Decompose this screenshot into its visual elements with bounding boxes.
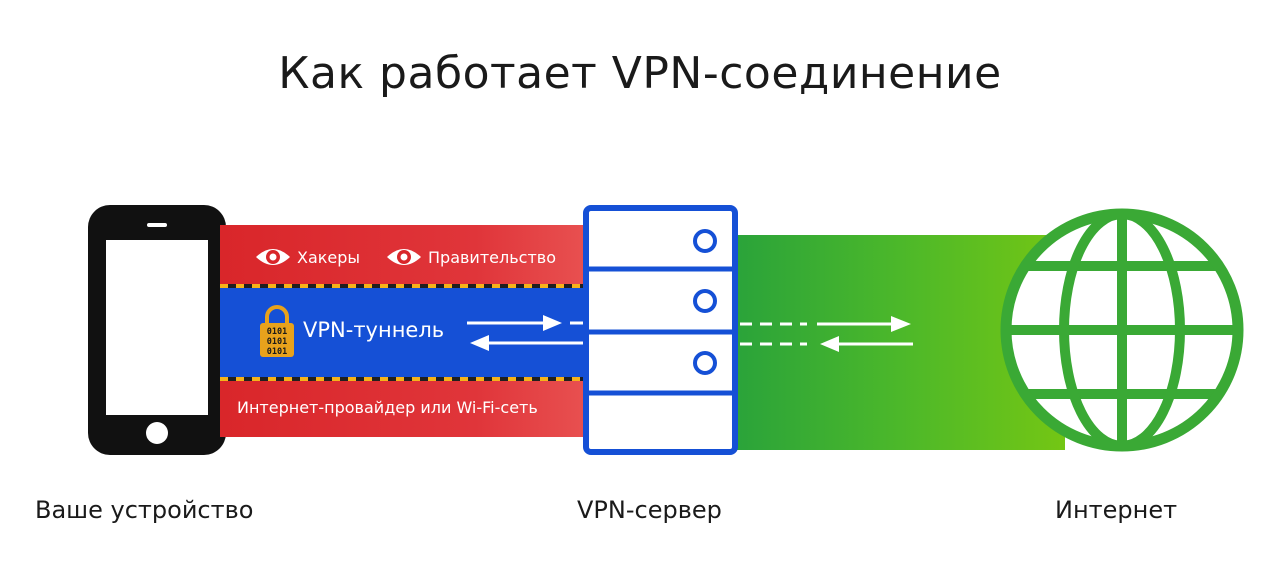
eye-icon [256,249,290,265]
lock-code-line-2: 0101 [267,337,287,347]
globe-icon [1000,208,1244,452]
threat-hackers: Хакеры [255,243,360,271]
isp-label: Интернет-провайдер или Wi-Fi-сеть [237,398,538,417]
threat-label-hackers: Хакеры [297,247,361,267]
tunnel-top-border [220,284,585,288]
tunnel-label: VPN-туннель [303,318,445,342]
caption-internet: Интернет [1055,496,1178,524]
tunnel-arrows [467,315,583,351]
caption-server: VPN-сервер [577,496,722,524]
lock-code-line-1: 0101 [267,327,287,337]
padlock-icon: 0101 0101 0101 [260,305,294,357]
threat-label-government: Правительство [428,247,556,267]
lock-code-line-3: 0101 [267,347,287,357]
diagram-title: Как работает VPN-соединение [278,48,1002,99]
vpn-server-icon [583,205,738,455]
internet-arrows [740,316,913,352]
caption-device: Ваше устройство [35,496,254,524]
smartphone-icon [88,205,226,455]
tunnel-bottom-border [220,377,585,381]
eye-icon [387,249,421,265]
threat-government: Правительство [386,243,556,271]
